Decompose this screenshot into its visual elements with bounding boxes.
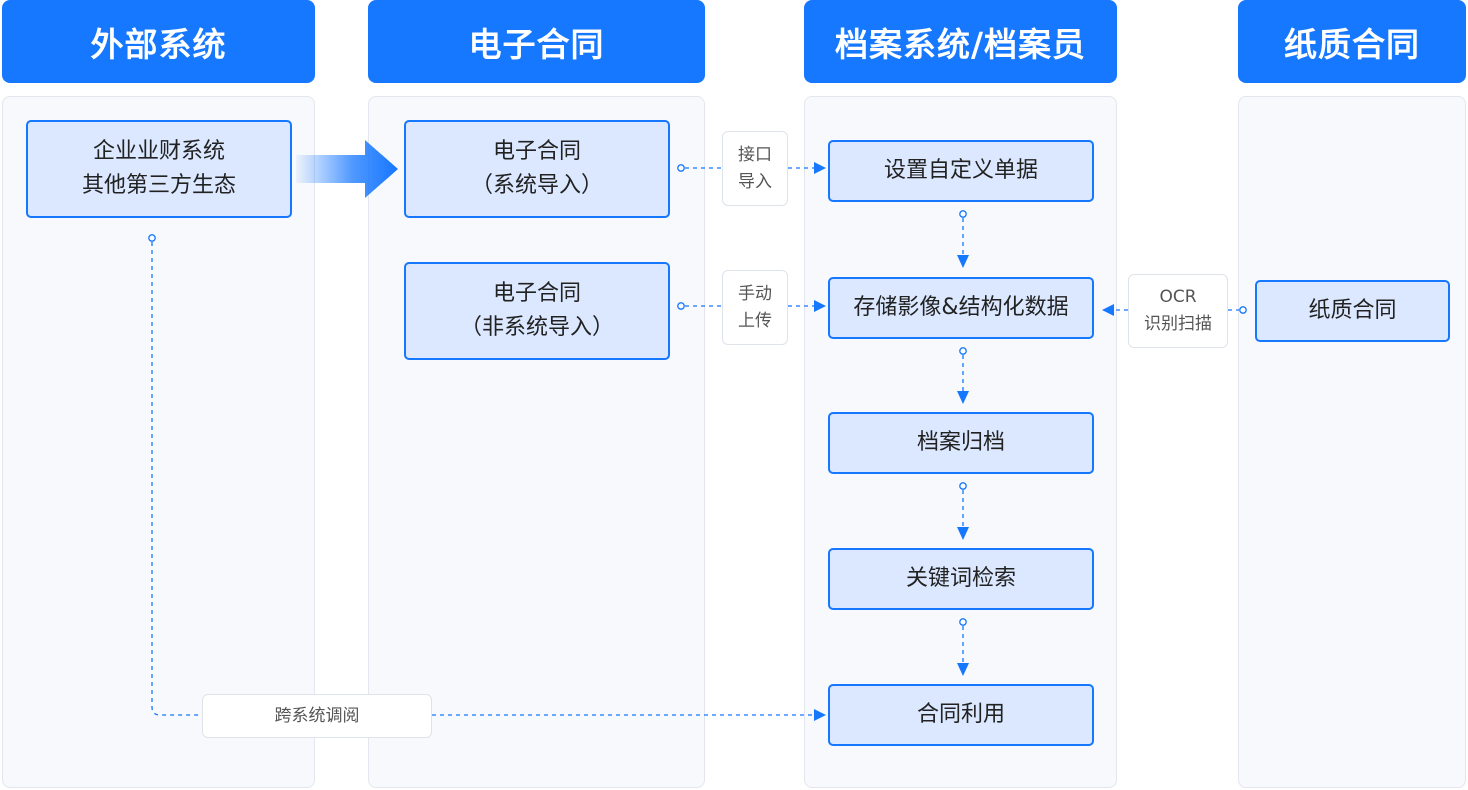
node-contract-use: 合同利用 [828,684,1094,746]
node-store-images-data: 存储影像&结构化数据 [828,277,1094,339]
edge-label-ocr-scan: OCR 识别扫描 [1128,274,1228,348]
edge-label-api-import-line1: 接口 [738,144,772,165]
node-archive-filing: 档案归档 [828,412,1094,474]
edge-label-api-import-line2: 导入 [738,171,772,192]
edge-label-manual-upload-line2: 上传 [738,310,772,331]
column-panel-paper-contract [1238,96,1466,788]
node-econtract-manual-line2: （非系统导入） [459,315,614,340]
column-header-paper-contract: 纸质合同 [1238,0,1466,83]
edge-label-manual-upload-line1: 手动 [738,283,772,304]
node-business-system-line2: 其他第三方生态 [81,173,236,198]
edge-label-ocr-line2: 识别扫描 [1144,314,1212,334]
node-paper-contract: 纸质合同 [1255,280,1450,342]
column-header-e-contract: 电子合同 [368,0,705,83]
node-econtract-system-line2: （系统导入） [470,173,603,198]
edge-label-api-import: 接口 导入 [722,131,788,206]
node-econtract-manual-import: 电子合同 （非系统导入） [404,262,670,360]
column-header-external-systems: 外部系统 [2,0,315,83]
node-business-system: 企业业财系统 其他第三方生态 [26,120,292,218]
edge-label-manual-upload: 手动 上传 [722,270,788,345]
node-econtract-system-import: 电子合同 （系统导入） [404,120,670,218]
node-custom-document: 设置自定义单据 [828,140,1094,202]
node-business-system-line1: 企业业财系统 [92,139,225,164]
edge-label-cross-system: 跨系统调阅 [202,694,432,738]
column-header-archive-system: 档案系统/档案员 [804,0,1117,83]
node-econtract-manual-line1: 电子合同 [492,281,581,306]
node-econtract-system-line1: 电子合同 [492,139,581,164]
edge-label-ocr-line1: OCR [1159,287,1197,307]
node-keyword-search: 关键词检索 [828,548,1094,610]
